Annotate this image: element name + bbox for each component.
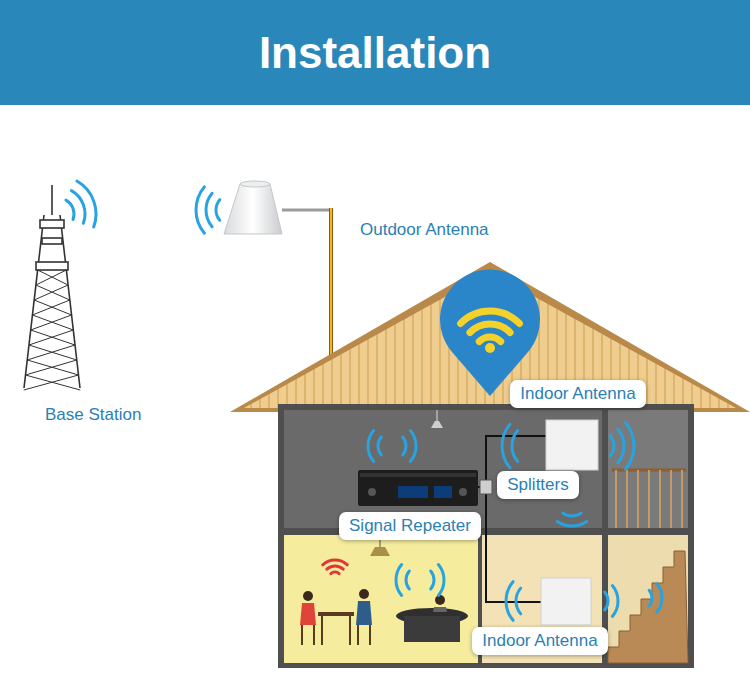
signal-wave [557, 521, 586, 526]
signal-wave [563, 513, 581, 516]
signal-wave [327, 566, 343, 569]
signal-repeater-unit [358, 470, 478, 506]
signal-wave [431, 571, 434, 589]
indoor-antenna-panel [541, 578, 591, 625]
signal-wave [196, 187, 204, 233]
signal-wave [206, 193, 212, 226]
callout-pill: Indoor Antenna [472, 627, 607, 655]
indoor-antenna-panel [546, 420, 598, 470]
signal-wave [626, 423, 634, 469]
signal-wave [396, 565, 402, 596]
splitter [480, 480, 492, 494]
staircase [608, 470, 688, 663]
signal-wave [77, 181, 96, 227]
signal-wave [612, 586, 618, 617]
outdoor-antenna [224, 184, 282, 234]
signal-wave [438, 565, 444, 596]
signal-wave [368, 431, 374, 462]
coax-cable [478, 436, 546, 602]
signal-wave [618, 429, 624, 462]
signal-wave [331, 572, 339, 574]
page-title: Installation [0, 0, 750, 105]
signal-wave [71, 191, 85, 224]
callout-pill: Splitters [497, 471, 578, 499]
callout-text: Indoor Antenna [482, 631, 597, 651]
signal-wave [512, 431, 518, 462]
part-label: Base Station [45, 405, 141, 425]
signal-wave [516, 588, 521, 614]
signal-wave [649, 590, 652, 605]
dining-scene [300, 589, 468, 645]
signal-wave [323, 560, 348, 565]
signal-wave [403, 437, 406, 455]
signal-wave [610, 436, 614, 457]
signal-wave [406, 571, 409, 589]
signal-wave [410, 431, 416, 462]
house-wall [278, 404, 694, 668]
signal-wave [605, 592, 608, 610]
part-label: Outdoor Antenna [360, 220, 489, 240]
base-station-tower [24, 185, 80, 388]
callout-pill: Signal Repeater [339, 512, 481, 540]
callout-text: Signal Repeater [349, 516, 471, 536]
house-roof [230, 262, 750, 412]
callout-text: Indoor Antenna [520, 384, 635, 404]
signal-pin [440, 270, 540, 396]
signal-wave [66, 200, 74, 219]
title-text: Installation [259, 28, 491, 78]
signal-wave [657, 584, 662, 612]
signal-wave [502, 424, 510, 468]
signal-wave [378, 437, 381, 455]
callout-pill: Indoor Antenna [510, 380, 645, 408]
signal-wave [216, 200, 220, 221]
signal-wave [506, 582, 513, 621]
callout-text: Splitters [507, 475, 568, 495]
